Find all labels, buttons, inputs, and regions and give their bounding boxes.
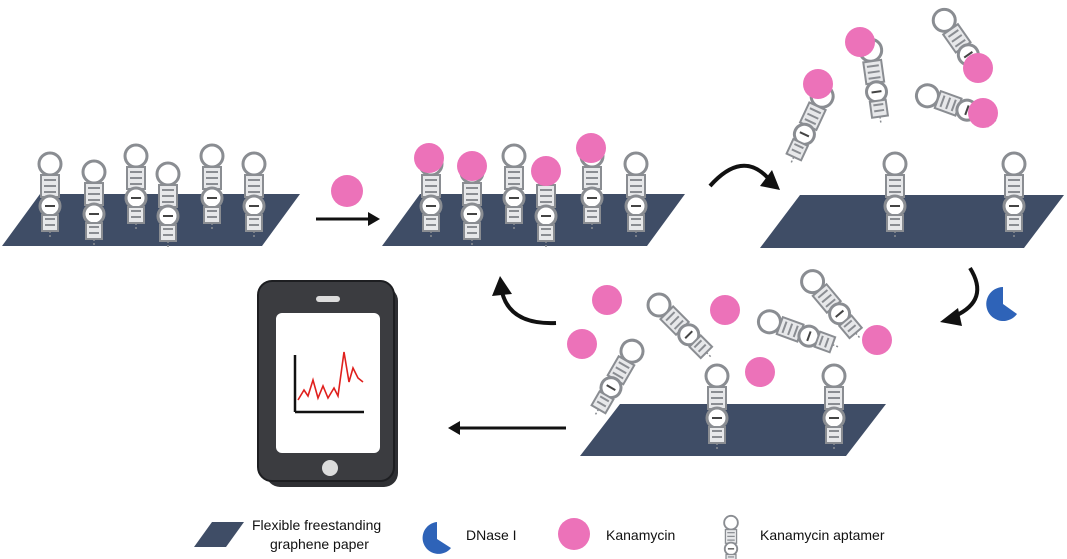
kanamycin-added	[331, 175, 363, 207]
released-kanamycin-4	[968, 98, 998, 128]
kanamycin-d5	[862, 325, 892, 355]
kanamycin-b3	[531, 156, 561, 186]
graphene-paper-1	[2, 194, 300, 246]
released-kanamycin-2	[845, 27, 875, 57]
aptamer-4	[155, 161, 181, 250]
legend: Flexible freestanding graphene paper DNa…	[194, 514, 885, 559]
arrow-left-to-device	[448, 421, 566, 435]
kanamycin-b2	[457, 151, 487, 181]
signal-plot	[293, 351, 364, 414]
stage-1-aptamer-sensor	[2, 143, 300, 250]
aptamer-d1	[704, 363, 730, 452]
aptamer-b6	[623, 151, 649, 240]
legend-kanamycin-icon	[558, 518, 590, 550]
graphene-paper-4	[580, 404, 886, 456]
kanamycin-d1	[592, 285, 622, 315]
aptamer-6	[241, 151, 267, 240]
kanamycin-b1	[414, 143, 444, 173]
legend-graphene-icon	[194, 522, 244, 547]
phone-screen	[276, 313, 380, 453]
graphene-paper-3	[760, 195, 1064, 248]
stage-4-digestion	[567, 264, 892, 456]
kanamycin-d3	[710, 295, 740, 325]
legend-aptamer-label: Kanamycin aptamer	[760, 527, 885, 543]
released-kanamycin-3	[963, 53, 993, 83]
aptamer-c2	[1001, 151, 1027, 240]
phone-speaker	[316, 296, 340, 302]
released-kanamycin-1	[803, 69, 833, 99]
legend-dnase-icon	[422, 522, 451, 554]
legend-graphene-label-line2: graphene paper	[270, 536, 369, 552]
curved-arrow-2	[940, 266, 980, 326]
legend-kanamycin-label: Kanamycin	[606, 527, 675, 543]
legend-graphene-label-line1: Flexible freestanding	[252, 517, 381, 533]
aptamer-d2	[821, 363, 847, 452]
aptamer-1	[37, 151, 63, 240]
aptamer-c1	[882, 151, 908, 240]
kanamycin-d4	[745, 357, 775, 387]
phone-home-button	[322, 460, 338, 476]
floating-aptamer-2	[641, 287, 721, 367]
stage-2-kanamycin-bound	[382, 133, 685, 250]
kanamycin-d2	[567, 329, 597, 359]
aptamer-2	[81, 159, 107, 248]
aptamer-5	[199, 143, 225, 232]
stage-3-release	[760, 3, 1064, 248]
dnase-icon	[986, 287, 1017, 321]
smartphone-device	[257, 280, 398, 487]
arrow-right-1	[316, 212, 380, 226]
curved-arrow-1	[708, 163, 780, 190]
graphene-paper-2	[382, 194, 685, 246]
kanamycin-b4	[576, 133, 606, 163]
curved-arrow-3	[492, 276, 557, 326]
legend-dnase-label: DNase I	[466, 527, 517, 543]
aptamer-b3	[501, 143, 527, 232]
legend-aptamer-icon	[723, 514, 739, 559]
aptamer-3	[123, 143, 149, 232]
